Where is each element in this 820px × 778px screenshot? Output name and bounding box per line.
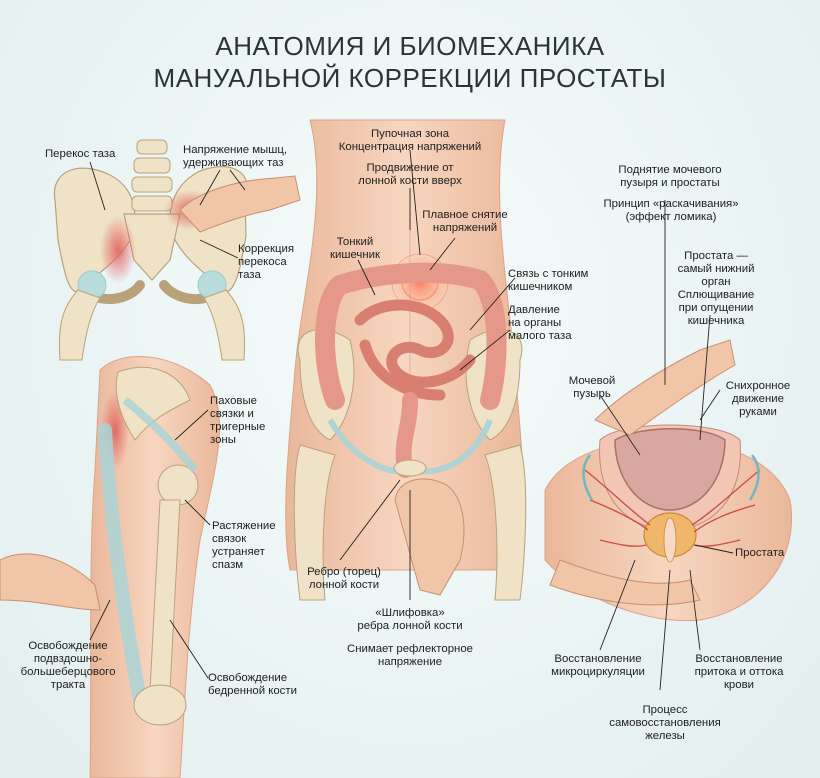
label-intestine-link: Связь с тонким кишечником: [508, 268, 589, 293]
center-femur-right: [484, 444, 527, 601]
label-grinding: «Шлифовка» ребра лонной кости: [357, 607, 463, 632]
page-title-line-1: АНАТОМИЯ И БИОМЕХАНИКА: [215, 31, 605, 61]
label-femur-release: Освобождение бедренной кости: [208, 672, 297, 697]
label-lift-bladder: Поднятие мочевого пузыря и простаты: [618, 164, 722, 189]
center-femur-left: [293, 444, 336, 601]
therapist-hand-center: [394, 478, 465, 596]
label-lowest-organ: Простата — самый нижний орган Сплющивани…: [677, 250, 755, 327]
label-sync-hands: Снихронное движение руками: [725, 380, 791, 418]
femur-left-top: [58, 289, 101, 361]
label-pelvis-tilt: Перекос таза: [45, 148, 116, 160]
label-ligament-stretch: Растяжение связок устраняет спазм: [212, 520, 276, 571]
blood-vessels: [584, 469, 761, 547]
center-abdomen-illustration: [285, 119, 527, 601]
left-leg-illustration: [0, 356, 221, 778]
pubic-symphysis: [393, 459, 427, 477]
label-small-intestine: Тонкий кишечник: [329, 236, 380, 261]
therapist-hand-upper: [594, 339, 736, 436]
label-self-repair: Процесс самовосстановления железы: [609, 704, 721, 742]
label-blood-flow: Восстановление притока и оттока крови: [694, 653, 784, 691]
page-title-line-2: МАНУАЛЬНОЙ КОРРЕКЦИИ ПРОСТАТЫ: [153, 63, 667, 93]
label-inguinal-ligaments: Паховые связки и тригерные зоны: [210, 395, 266, 446]
knee-joint: [133, 684, 187, 726]
bladder: [614, 428, 726, 511]
label-reflex-relief: Снимает рефлекторное напряжение: [347, 643, 473, 668]
therapist-hand-top: [179, 175, 301, 233]
femur-right-top: [203, 289, 246, 361]
pelvic-muscle-left: [100, 216, 136, 284]
label-pelvic-pressure: Давление на органы малого таза: [508, 304, 572, 342]
label-muscle-tension: Напряжение мышц, удерживающих таз: [183, 144, 288, 169]
label-smooth-release: Плавное снятие напряжений: [422, 209, 508, 234]
movement-arrows: [582, 454, 760, 501]
label-microcirculation: Восстановление микроциркуляции: [551, 653, 645, 678]
iliac-bone-leg: [115, 366, 191, 441]
label-pubic-advance: Продвижение от лонной кости вверх: [358, 162, 462, 187]
callout-lines: [89, 149, 734, 691]
urethra: [663, 517, 677, 563]
large-intestine: [315, 262, 507, 410]
lumbar-spine: [131, 139, 173, 212]
therapist-hand-lower: [549, 559, 701, 606]
label-prostate: Простата: [735, 547, 785, 559]
label-pubic-rib: Ребро (торец) лонной кости: [307, 566, 381, 591]
small-intestine: [354, 299, 476, 401]
it-band: [98, 423, 147, 707]
inguinal-ligament: [122, 396, 199, 473]
label-it-band-release: Освобождение подвздошно- большеберцового…: [20, 640, 116, 691]
label-pelvis-correction: Коррекция перекоса таза: [238, 243, 295, 281]
label-swing-principle: Принцип «раскачивания» (эффект ломика): [603, 198, 739, 223]
label-umbilical-zone: Пупочная зона Концентрация напряжений: [338, 128, 482, 153]
right-prostate-illustration: [544, 339, 792, 622]
label-bladder: Мочевой пузырь: [568, 375, 616, 400]
therapist-hand-leg: [0, 553, 101, 611]
rectum: [395, 392, 418, 478]
